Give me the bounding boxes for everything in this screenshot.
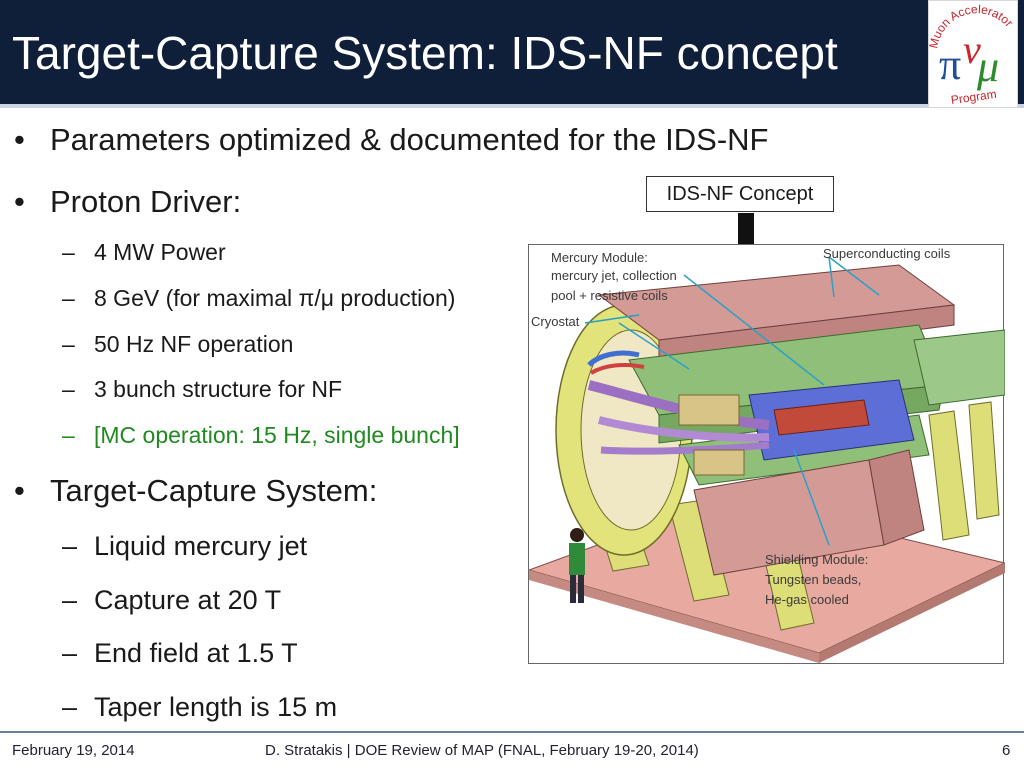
title-underline [0, 104, 1024, 108]
map-logo: Muon Accelerator π ν μ Program [926, 0, 1018, 108]
sub-bullet-text: 3 bunch structure for NF [94, 376, 342, 402]
label-shielding-module-3: He-gas cooled [765, 592, 849, 607]
sub-bullet-mc-operation: – [MC operation: 15 Hz, single bunch] [62, 422, 460, 449]
label-superconducting-coils: Superconducting coils [823, 246, 951, 261]
sub-bullet-frequency: – 50 Hz NF operation [62, 331, 294, 358]
sub-bullet-dash: – [62, 422, 75, 448]
slide-title: Target-Capture System: IDS-NF concept [12, 27, 838, 79]
sub-bullet-text: 50 Hz NF operation [94, 331, 294, 357]
title-bar: Target-Capture System: IDS-NF concept [0, 0, 1024, 108]
bullet-text: Target-Capture System: [50, 473, 378, 508]
logo-program-text: Program [950, 87, 998, 107]
footer-presenter: D. Stratakis | DOE Review of MAP (FNAL, … [265, 742, 699, 759]
sub-bullet-text: End field at 1.5 T [94, 638, 298, 668]
sub-bullet-text: 4 MW Power [94, 239, 226, 265]
label-mercury-module-1: Mercury Module: [551, 250, 648, 265]
label-mercury-module-2: mercury jet, collection [551, 268, 677, 283]
sub-bullet-dash: – [62, 585, 78, 615]
sub-bullet-text: Liquid mercury jet [94, 531, 308, 561]
sub-bullet-text: Taper length is 15 m [94, 692, 338, 722]
bullet-target-capture: • Target-Capture System: [14, 473, 378, 509]
logo-pi: π [939, 40, 961, 89]
footer-date: February 19, 2014 [12, 742, 135, 759]
label-shielding-module-1: Shielding Module: [765, 552, 869, 567]
target-system-illustration [527, 256, 1007, 663]
sub-bullet-dash: – [62, 638, 78, 668]
sub-bullet-taper-length: – Taper length is 15 m [62, 692, 338, 723]
sub-bullet-energy: – 8 GeV (for maximal π/μ production) [62, 285, 456, 312]
sub-bullet-text: [MC operation: 15 Hz, single bunch] [94, 422, 460, 448]
sub-bullet-capture-field: – Capture at 20 T [62, 585, 282, 616]
logo-mu: μ [976, 42, 999, 91]
bullet-dot: • [14, 184, 25, 219]
ids-nf-concept-callout: IDS-NF Concept [646, 176, 834, 212]
sub-bullet-text: 8 GeV (for maximal π/μ production) [94, 285, 456, 311]
bullet-text: Proton Driver: [50, 184, 242, 219]
target-capture-figure: Mercury Module: mercury jet, collection … [527, 244, 1007, 664]
sub-bullet-dash: – [62, 331, 75, 357]
sub-bullet-mercury-jet: – Liquid mercury jet [62, 531, 308, 562]
bullet-dot: • [14, 473, 25, 508]
sub-bullet-dash: – [62, 285, 75, 311]
footer-page-number: 6 [1002, 742, 1011, 759]
sub-bullet-dash: – [62, 531, 78, 561]
sub-bullet-power: – 4 MW Power [62, 239, 226, 266]
footer-rule [0, 731, 1024, 733]
sub-bullet-text: Capture at 20 T [94, 585, 282, 615]
label-cryostat: Cryostat [531, 314, 580, 329]
sub-bullet-end-field: – End field at 1.5 T [62, 638, 298, 669]
logo-nu: ν [963, 27, 981, 72]
person-scale-figure [569, 528, 585, 603]
sub-bullet-bunch: – 3 bunch structure for NF [62, 376, 342, 403]
sub-bullet-dash: – [62, 692, 78, 722]
bullet-parameters: • Parameters optimized & documented for … [14, 122, 769, 158]
label-mercury-module-3: pool + resistive coils [551, 288, 668, 303]
map-logo-graphic: Muon Accelerator π ν μ Program [926, 2, 1016, 107]
bullet-text: Parameters optimized & documented for th… [50, 122, 769, 157]
bullet-dot: • [14, 122, 25, 157]
sub-bullet-dash: – [62, 239, 75, 265]
label-shielding-module-2: Tungsten beads, [765, 572, 862, 587]
bullet-proton-driver: • Proton Driver: [14, 184, 242, 220]
sub-bullet-dash: – [62, 376, 75, 402]
